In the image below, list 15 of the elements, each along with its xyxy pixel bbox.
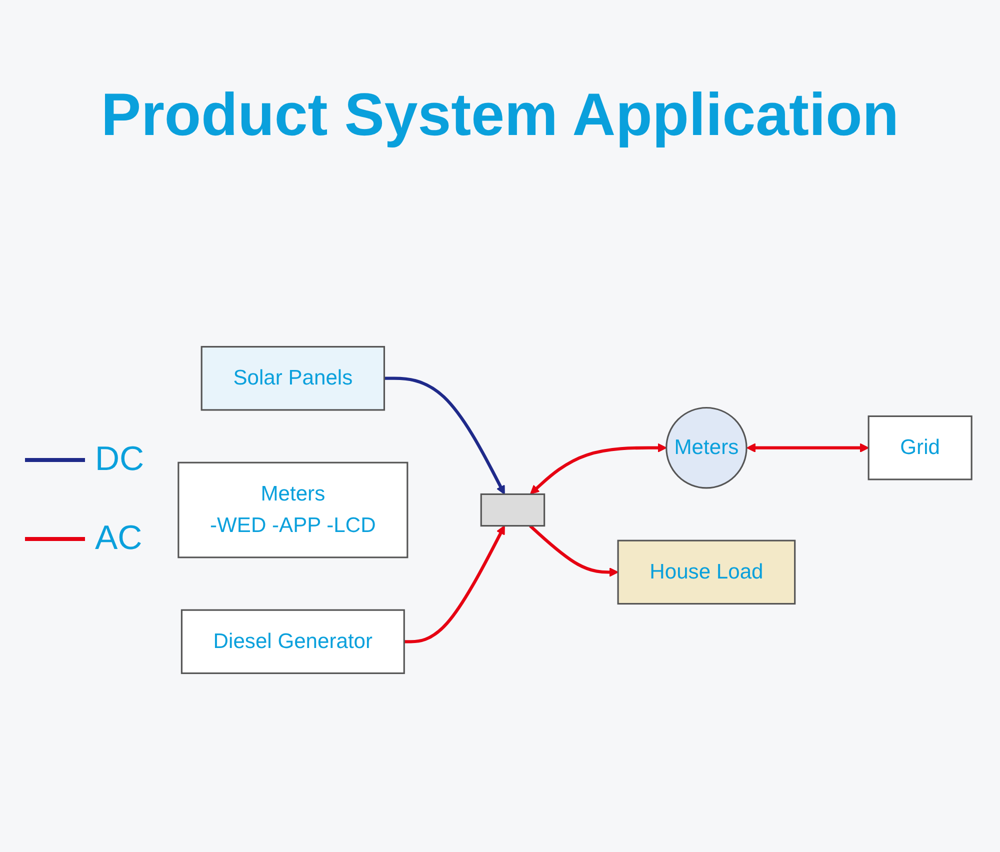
legend-text: DC	[95, 440, 144, 479]
arrow	[404, 525, 505, 644]
node-box: Meters -WED -APP -LCD	[178, 462, 408, 558]
arrow	[746, 443, 869, 452]
title: Product System Application	[100, 80, 900, 149]
arrow	[529, 524, 618, 577]
node-circle: Meters	[666, 406, 748, 489]
node-box: Diesel Generator	[180, 609, 405, 674]
node-box: Grid	[868, 415, 972, 480]
arrow	[384, 376, 505, 495]
node-box	[480, 493, 546, 527]
node-box: Solar Panels	[200, 346, 386, 411]
legend-text: AC	[95, 519, 142, 558]
node-box: House Load	[617, 540, 796, 605]
arrow	[530, 443, 667, 494]
